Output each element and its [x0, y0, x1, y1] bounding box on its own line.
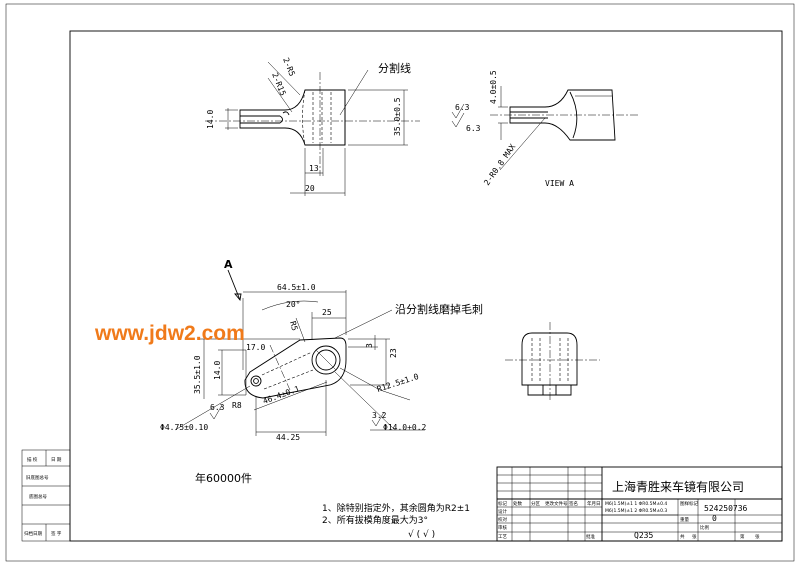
dim-r5: R5 — [288, 320, 299, 332]
front-rough-2: 3.2 — [372, 411, 387, 420]
tb-col-mark: 标记 — [498, 500, 507, 507]
note-2: 2、所有拔模角度最大为3° — [322, 514, 428, 526]
dim-35: 35.0±0.5 — [393, 97, 402, 136]
side-stamp: 描 校 日 期 旧底图总号 底图总号 归档日期 签 字 — [21, 449, 71, 542]
dim-13: 13 — [309, 164, 319, 173]
tb-row-check: 校对 — [498, 516, 507, 523]
tb-spec-1: M6(1.5M)±1 1 ΦR0.5M±0.4 — [605, 501, 667, 507]
dim-r12-5: R12.5±1.0 — [376, 372, 420, 394]
front-view: 64.5±1.0 20° 25 R5 17.0 3 23 35.5±1.0 14… — [160, 258, 483, 442]
stamp-drawing-no: 底图总号 — [29, 493, 47, 500]
dim-35-5: 35.5±1.0 — [193, 355, 202, 394]
view-a-marker: A — [224, 258, 233, 271]
top-view: 2-R5 2-R15 14.0 35.0±0.5 13 20 分割线 — [205, 56, 420, 196]
dim-46-4: 46.4±0.1 — [262, 384, 301, 406]
inner-frame — [69, 30, 783, 542]
dim-17: 17.0 — [246, 343, 265, 352]
stamp-archive-date: 归档日期 — [24, 530, 42, 537]
title-block: 上海青胜来车镜有限公司 524250736 Q235 0 标记 处数 分区 更改… — [496, 466, 783, 542]
dim-phi4-75: Φ4.75±0.10 — [160, 423, 208, 432]
side-rough-1: 6.3 — [455, 103, 470, 112]
parting-line-label: 分割线 — [378, 61, 411, 75]
dim-14: 14.0 — [206, 110, 215, 129]
tb-col-sign: 签名 — [569, 500, 578, 507]
tb-col-change: 更改文件号 — [545, 500, 568, 507]
material: Q235 — [634, 531, 653, 540]
tb-pattern-mark: 图样标记 — [680, 500, 698, 507]
tb-row-approve: 批准 — [586, 533, 595, 540]
side-rough-2: 6.3 — [466, 124, 481, 133]
tb-total: 共 — [680, 533, 685, 540]
dim-2r5: 2-R5 — [281, 56, 297, 77]
dim-r8: R8 — [232, 401, 242, 410]
dim-3: 3 — [365, 343, 374, 348]
tb-row-process: 工艺 — [498, 534, 507, 540]
tb-col-zone: 分区 — [531, 500, 540, 507]
company-name: 上海青胜来车镜有限公司 — [612, 479, 744, 494]
tb-sheets: 张 — [692, 533, 697, 540]
tb-weight: 重量 — [680, 516, 689, 523]
watermark: www.jdw2.com — [94, 322, 245, 345]
front-rough-1: 6.3 — [210, 403, 225, 412]
dim-14-main: 14.0 — [213, 361, 222, 380]
outer-border — [5, 3, 795, 562]
stamp-old-drawing: 旧底图总号 — [26, 474, 49, 481]
side-view: 6.3 4.0±0.5 6.3 2-R0.8 MAX VIEW A — [451, 70, 640, 188]
view-a-label: VIEW A — [545, 179, 574, 188]
dim-phi14: Φ14.0+0.2 — [383, 423, 427, 432]
stamp-signature: 签 字 — [51, 530, 62, 537]
tb-scale: 比例 — [700, 524, 709, 531]
deburr-label: 沿分割线磨掉毛刺 — [395, 302, 483, 316]
note-1: 1、除特别指定外，其余圆角为R2±1 — [322, 502, 470, 514]
side-dim-4: 4.0±0.5 — [489, 70, 498, 104]
tb-col-date: 年月日 — [587, 500, 601, 507]
end-view — [505, 322, 600, 400]
side-dim-r08: 2-R0.8 MAX — [482, 142, 517, 187]
tb-spec-2: M6(1.5M)±1 2 ΦR0.5M±0.3 — [605, 508, 667, 514]
surface-symbol: √ ( √ ) — [408, 529, 435, 540]
dim-20: 20 — [305, 184, 315, 193]
dim-64-5: 64.5±1.0 — [277, 283, 316, 292]
dim-25: 25 — [322, 308, 332, 317]
quantity-note: 年60000件 — [195, 471, 252, 485]
tb-row-design: 设计 — [498, 508, 507, 515]
dim-23: 23 — [389, 348, 398, 358]
tb-col-count: 处数 — [513, 500, 522, 507]
tb-row-review: 审核 — [498, 524, 507, 531]
tb-sheet-no: 第 — [740, 533, 745, 540]
drawing-number: 524250736 — [704, 504, 748, 513]
stamp-date: 日 期 — [51, 457, 62, 463]
dim-20deg: 20° — [286, 300, 300, 309]
scale-value: 0 — [712, 514, 717, 523]
stamp-check: 描 校 — [27, 456, 38, 463]
tb-sheet: 张 — [755, 533, 760, 540]
dim-44-25: 44.25 — [276, 433, 300, 442]
